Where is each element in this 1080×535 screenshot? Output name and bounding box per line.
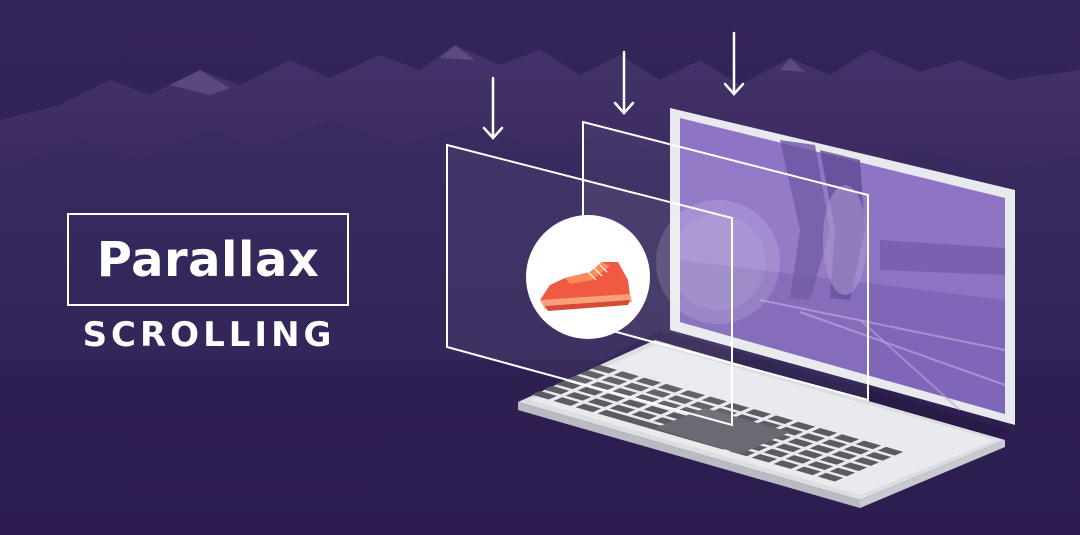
screen-focus-circle: [656, 200, 780, 324]
keyboard-key: [853, 457, 880, 466]
keyboard-key: [553, 397, 580, 406]
keyboard-key: [679, 390, 706, 399]
keyboard-key: [723, 402, 750, 412]
keyboard-key: [633, 394, 660, 403]
keyboard-key: [701, 396, 728, 406]
down-arrow-icon: [482, 76, 504, 140]
keyboard-key: [797, 449, 824, 459]
keyboard-key: [799, 433, 826, 442]
keyboard-key: [655, 400, 682, 410]
keyboard-key: [807, 461, 834, 470]
keyboard-key: [657, 383, 684, 393]
running-shoe-icon: [540, 262, 632, 311]
laptop-screen: [670, 108, 1015, 425]
title-frame: Parallax: [67, 213, 349, 306]
keyboard-key: [817, 472, 844, 482]
keyboard-key: [789, 421, 816, 431]
keyboard-key: [795, 466, 822, 476]
hero-subtitle: SCROLLING: [82, 315, 336, 355]
keyboard-key: [575, 403, 602, 413]
down-arrow-icon: [613, 50, 635, 115]
trackpad: [655, 408, 790, 454]
keyboard-key: [609, 404, 636, 414]
keyboard-key: [831, 451, 858, 460]
keyboard-key: [587, 398, 614, 407]
keyboard-key: [711, 408, 738, 417]
keyboard-key: [877, 446, 904, 456]
keyboard-key: [787, 438, 814, 447]
keyboard-key: [841, 462, 868, 472]
keyboard-key: [763, 448, 790, 458]
keyboard-key: [809, 444, 836, 454]
keyboard-key: [579, 370, 606, 379]
keyboard-key: [819, 456, 846, 465]
keyboard-key: [855, 440, 882, 450]
keyboard-key: [589, 381, 616, 391]
keyboard-key: [531, 391, 558, 400]
keyboard-key: [811, 428, 838, 437]
keyboard-key: [623, 382, 650, 392]
keyboard-key: [751, 454, 778, 463]
keyboard-key: [567, 375, 594, 384]
keyboard-key: [865, 452, 892, 461]
keyboard-key: [631, 411, 658, 420]
keyboard-key: [755, 420, 782, 430]
keyboard-key: [745, 409, 772, 418]
keyboard-key: [785, 455, 812, 464]
keyboard-key: [773, 460, 800, 469]
keyboard-key: [667, 395, 694, 404]
keyboard-key: [689, 401, 716, 411]
keyboard-key: [833, 434, 860, 443]
keyboard-key: [635, 377, 662, 387]
keyboard-key: [591, 365, 618, 374]
keyboard-key: [613, 371, 640, 380]
keyboard-key: [601, 376, 628, 386]
keyboard-key: [645, 389, 672, 398]
keyboard-key: [775, 443, 802, 453]
keyboard-key: [733, 414, 760, 423]
keyboard-key: [577, 386, 604, 396]
keyboard-key: [621, 399, 648, 409]
keyboard-key: [843, 445, 870, 455]
keyboard-key: [829, 467, 856, 477]
keyboard-key: [599, 393, 626, 402]
keyboard-key: [643, 405, 670, 415]
keyboard-key: [821, 439, 848, 449]
down-arrow-icon: [723, 31, 745, 96]
keyboard-key: [611, 388, 638, 397]
keyboard-key: [565, 392, 592, 401]
keyboard-key: [777, 426, 804, 436]
keyboard-key: [543, 385, 570, 395]
hero-title: Parallax: [96, 231, 320, 288]
keyboard-key: [767, 415, 794, 424]
keyboard-key: [555, 380, 582, 390]
